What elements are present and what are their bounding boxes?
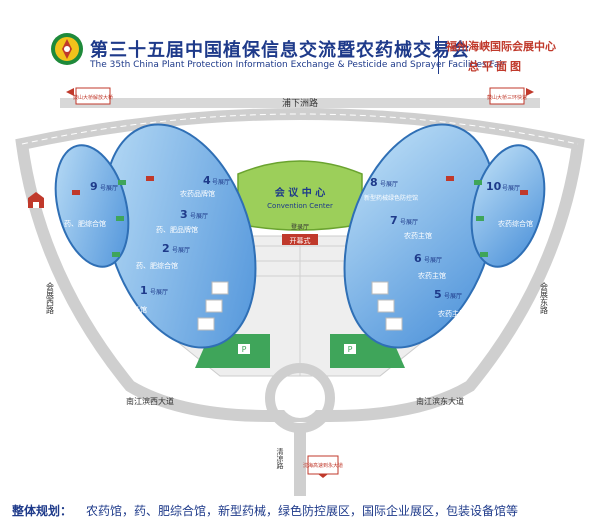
svg-text:新型药械绿色防控馆: 新型药械绿色防控馆 (364, 194, 418, 202)
svg-text:开幕式: 开幕式 (290, 236, 311, 245)
hall-2: 2 号展厅 药、肥综合馆 (136, 242, 190, 270)
roundabout (265, 363, 335, 496)
svg-text:农药主馆: 农药主馆 (404, 231, 432, 240)
road-label-south-east: 南江滨东大道 (416, 396, 464, 406)
svg-text:沈海高速到永大道: 沈海高速到永大道 (303, 462, 343, 469)
svg-text:号展厅: 号展厅 (190, 213, 208, 220)
road-label-east: 会展东路 (540, 281, 549, 314)
sign-top-left: 鼓山大桥解放大桥 (66, 87, 113, 105)
svg-text:8: 8 (370, 176, 378, 189)
svg-text:6: 6 (414, 252, 422, 265)
svg-text:P: P (242, 345, 247, 354)
hall-6: 6 号展厅 农药主馆 (414, 252, 446, 280)
page-subtitle-en: The 35th China Plant Protection Informat… (90, 60, 506, 70)
svg-text:号展厅: 号展厅 (424, 257, 442, 264)
svg-text:农药主馆: 农药主馆 (418, 271, 446, 280)
road-label-west: 会展西路 (46, 281, 55, 314)
svg-text:Convention Center: Convention Center (267, 202, 333, 210)
svg-text:号展厅: 号展厅 (212, 179, 230, 186)
svg-text:号展厅: 号展厅 (100, 185, 118, 192)
svg-text:4: 4 (203, 174, 211, 187)
header: 第三十五届中国植保信息交流暨农药械交易会 The 35th China Plan… (0, 0, 600, 86)
svg-text:会 议 中 心: 会 议 中 心 (275, 186, 325, 199)
connector-markers (72, 176, 528, 257)
sign-bottom: 沈海高速到永大道 (303, 455, 343, 478)
hall-9: 9 号展厅 药、肥综合馆 (54, 144, 130, 268)
convention-center: 会 议 中 心 Convention Center 登录厅 (237, 160, 363, 231)
page-title: 第三十五届中国植保信息交流暨农药械交易会 (90, 40, 470, 61)
site-plan-map: 浦下洲路 鼓山大桥解放大桥 鼓山大桥三环快速 P (15, 87, 585, 496)
svg-text:号展厅: 号展厅 (150, 289, 168, 296)
left-landmark-icon (28, 192, 44, 208)
svg-text:农药品牌馆: 农药品牌馆 (180, 189, 215, 198)
hall-8: 8 号展厅 新型药械绿色防控馆 (364, 176, 418, 202)
footer: 整体规划： 农药馆，药、肥综合馆，新型药械，绿色防控展区，国际企业展区，包装设备… (0, 496, 600, 532)
svg-text:号展厅: 号展厅 (400, 219, 418, 226)
north-road (60, 98, 540, 108)
hall-1: 1 号展厅 包装设备馆 (112, 284, 168, 314)
header-divider (438, 36, 439, 74)
footer-text: 农药馆，药、肥综合馆，新型药械，绿色防控展区，国际企业展区，包装设备馆等 (86, 504, 519, 518)
svg-text:7: 7 (390, 214, 398, 227)
ceremony-marker: 开幕式 (282, 234, 318, 245)
svg-text:2: 2 (162, 242, 170, 255)
hall-5: 5 号展厅 农药主馆 (434, 288, 466, 318)
road-label-north: 浦下洲路 (282, 97, 318, 109)
hall-4: 4 号展厅 农药品牌馆 (180, 174, 230, 198)
svg-text:P: P (348, 345, 353, 354)
footer-label: 整体规划： (12, 504, 73, 518)
venue-name: 福州海峡国际会展中心 (446, 40, 556, 53)
hall-10: 10 号展厅 农药综合馆 (470, 144, 546, 268)
sign-top-right: 鼓山大桥三环快速 (487, 87, 534, 105)
hall-3: 3 号展厅 药、肥品牌馆 (156, 208, 208, 234)
plan-title: 总平面图 (468, 60, 524, 73)
svg-text:号展厅: 号展厅 (380, 181, 398, 188)
svg-text:1: 1 (140, 284, 148, 297)
road-label-south: 清凉路 (276, 447, 284, 470)
road-label-south-west: 南江滨西大道 (126, 396, 174, 406)
svg-text:鼓山大桥三环快速: 鼓山大桥三环快速 (487, 94, 527, 101)
svg-text:药、肥品牌馆: 药、肥品牌馆 (156, 225, 198, 234)
service-buildings (197, 281, 403, 331)
svg-text:号展厅: 号展厅 (444, 293, 462, 300)
fair-logo-icon (51, 33, 83, 65)
svg-text:农药主馆: 农药主馆 (438, 309, 466, 318)
svg-text:药、肥综合馆: 药、肥综合馆 (64, 219, 106, 228)
svg-text:鼓山大桥解放大桥: 鼓山大桥解放大桥 (73, 94, 113, 101)
svg-text:包装设备馆: 包装设备馆 (112, 305, 147, 314)
svg-text:9: 9 (90, 180, 98, 193)
svg-text:药、肥综合馆: 药、肥综合馆 (136, 261, 178, 270)
svg-text:农药综合馆: 农药综合馆 (498, 219, 533, 228)
svg-text:号展厅: 号展厅 (502, 185, 520, 192)
svg-text:登录厅: 登录厅 (291, 223, 309, 231)
hall-7: 7 号展厅 农药主馆 (390, 214, 432, 240)
svg-text:5: 5 (434, 288, 442, 301)
svg-text:号展厅: 号展厅 (172, 247, 190, 254)
svg-text:10: 10 (486, 180, 502, 193)
svg-text:3: 3 (180, 208, 188, 221)
